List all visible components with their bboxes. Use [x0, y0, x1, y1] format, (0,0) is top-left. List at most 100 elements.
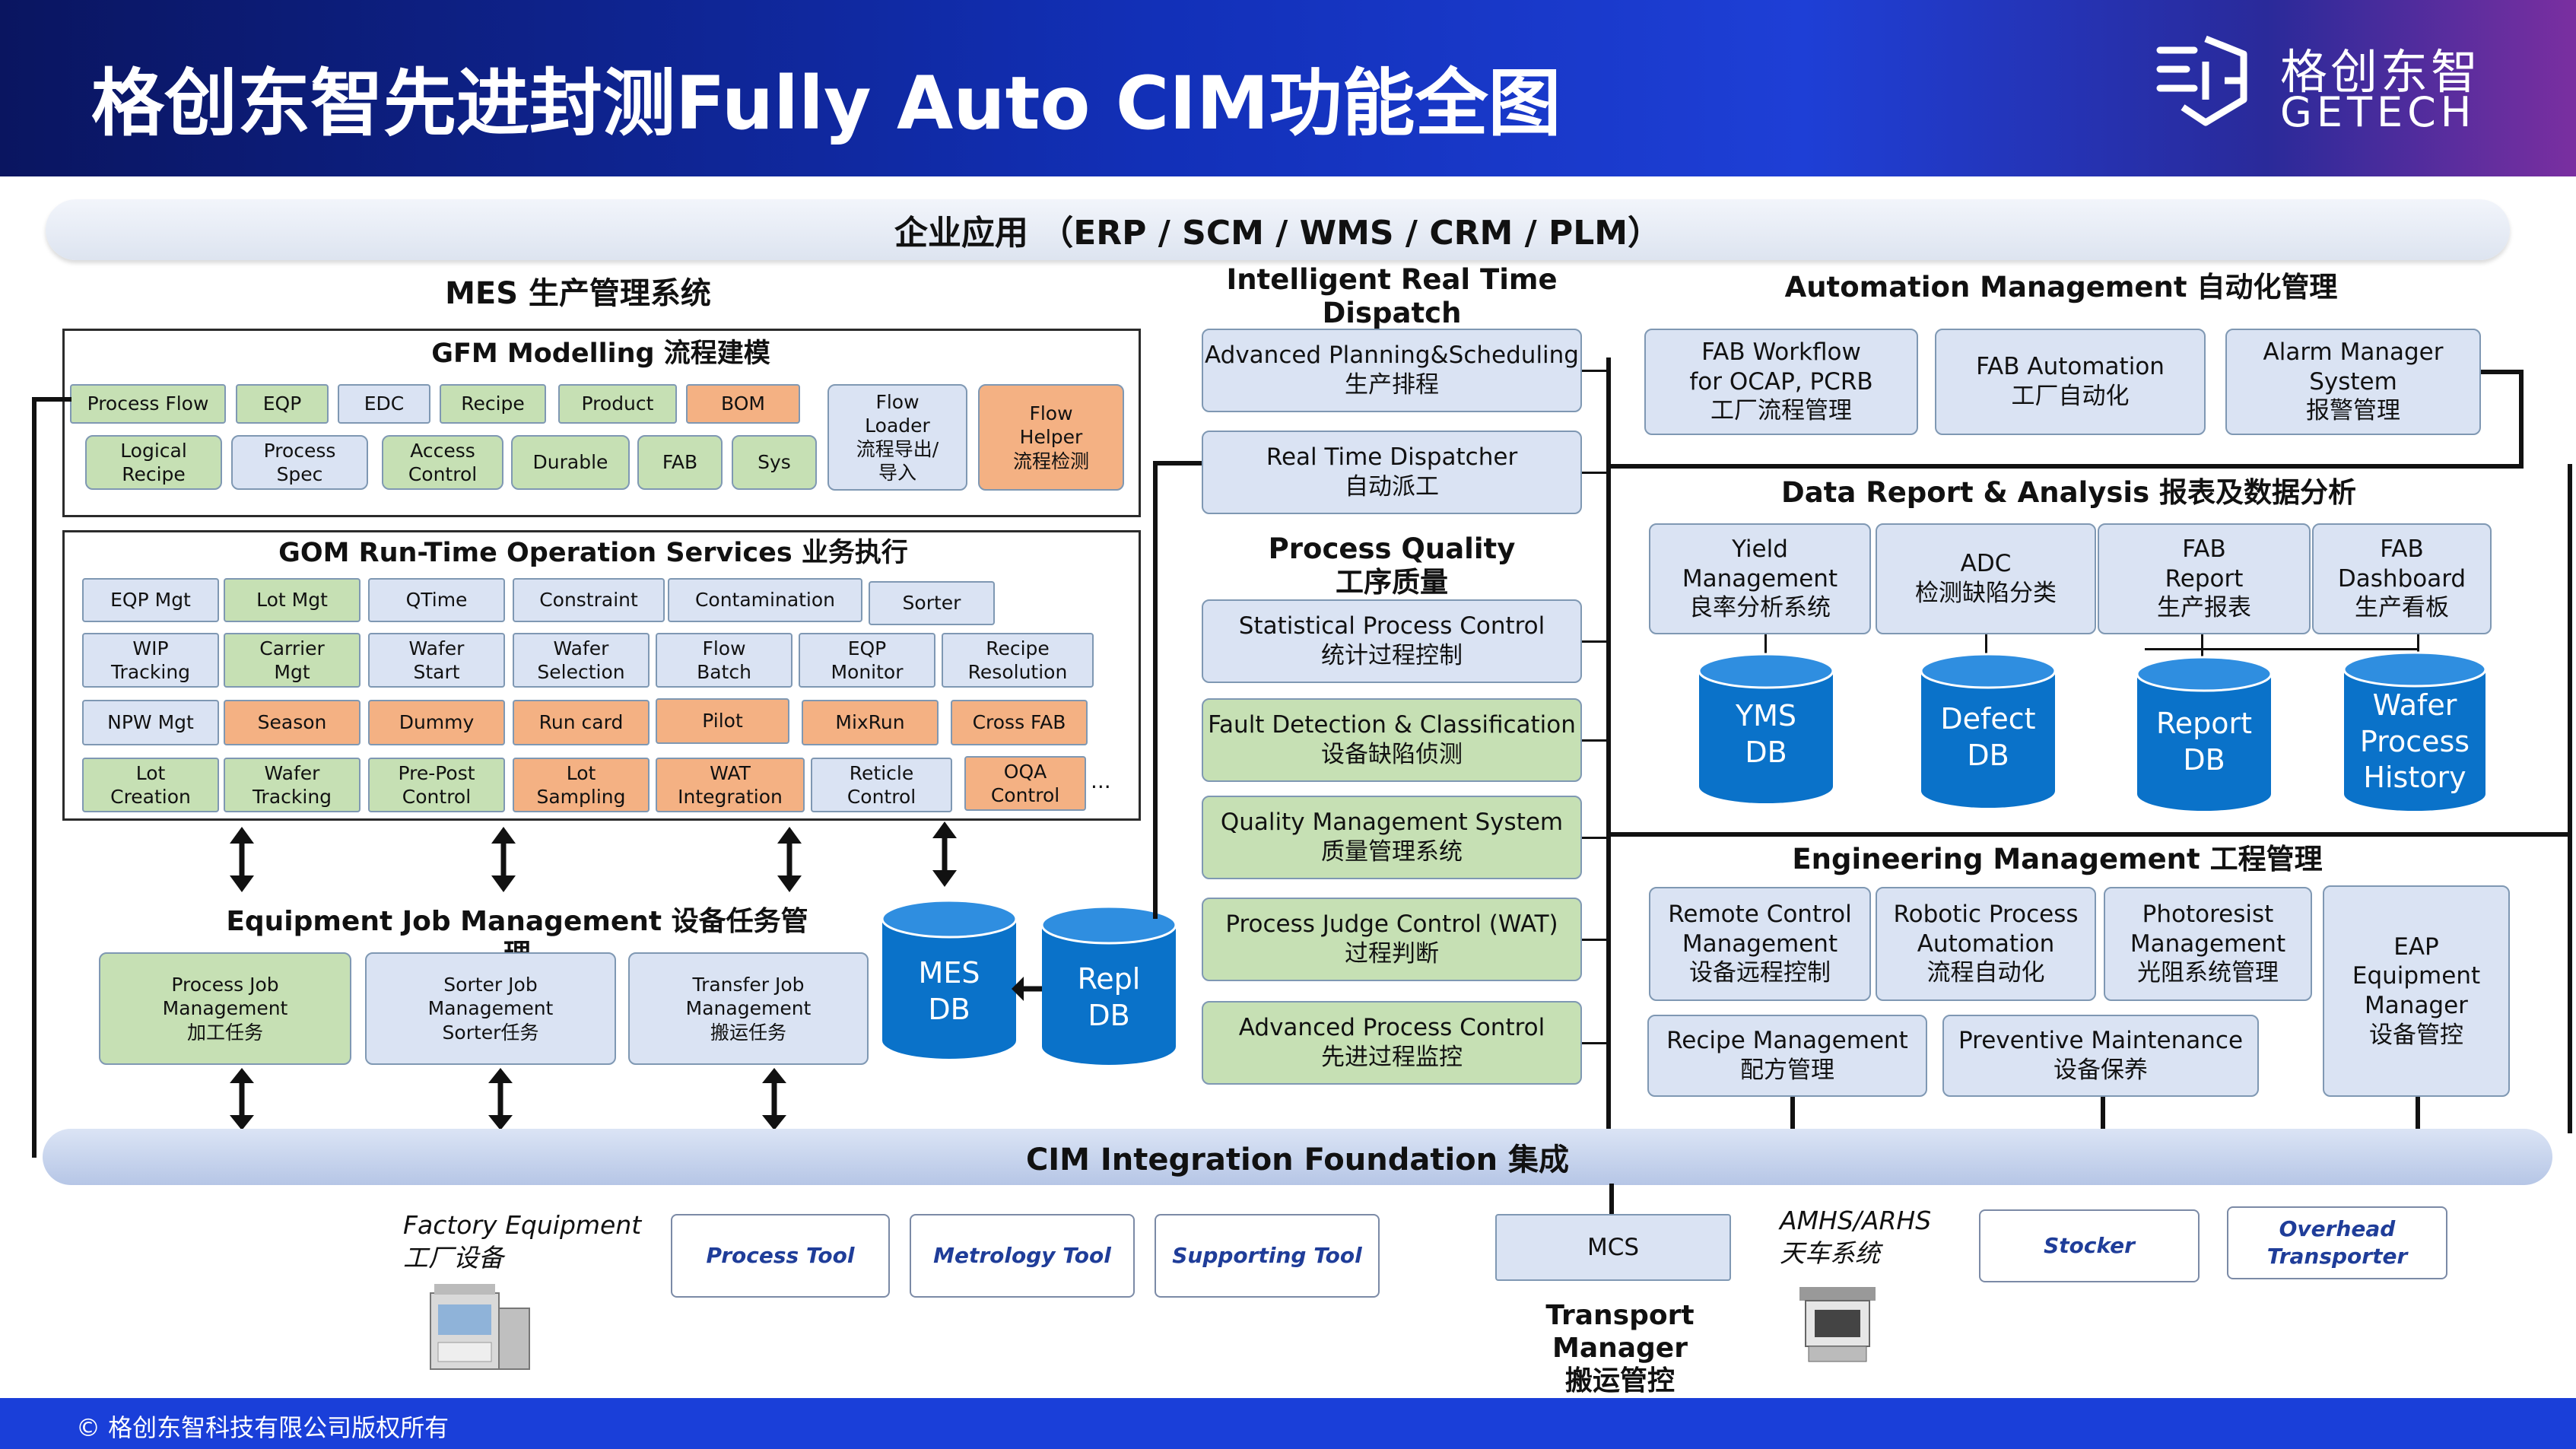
ejm-process-job[interactable]: Process Job Management 加工任务	[99, 952, 351, 1065]
foundation-bar: CIM Integration Foundation 集成	[43, 1129, 2552, 1185]
double-arrow-icon	[762, 1068, 786, 1130]
automation-title: Automation Management 自动化管理	[1784, 271, 2338, 303]
mes-title: MES 生产管理系统	[445, 276, 711, 311]
gom-wafer-tracking[interactable]: Wafer Tracking	[224, 758, 361, 812]
database-icon	[1698, 653, 1834, 803]
gom-npw-mgt[interactable]: NPW Mgt	[82, 700, 219, 745]
aps-box[interactable]: Advanced Planning&Scheduling 生产排程	[1202, 329, 1582, 412]
rpa-box[interactable]: Robotic Process Automation 流程自动化	[1876, 887, 2096, 1001]
page-title: 格创东智先进封测Fully Auto CIM功能全图	[91, 61, 1561, 146]
bus-qms	[1582, 837, 1608, 839]
gfm-eqp[interactable]: EQP	[236, 384, 329, 424]
gom-lot-mgt[interactable]: Lot Mgt	[224, 578, 361, 622]
alarm-manager-box[interactable]: Alarm Manager System 报警管理	[2225, 329, 2481, 435]
fab-report-box[interactable]: FAB Report 生产报表	[2098, 523, 2311, 634]
gfm-process-flow[interactable]: Process Flow	[70, 384, 226, 424]
apc-box[interactable]: Advanced Process Control 先进过程监控	[1202, 1001, 1582, 1085]
gom-frame	[62, 530, 1141, 821]
database-icon	[1040, 905, 1177, 1065]
getech-logo-icon	[2156, 35, 2247, 126]
gfm-logical-recipe[interactable]: Logical Recipe	[85, 435, 222, 490]
yms-db[interactable]: YMS DB	[1698, 653, 1834, 805]
gom-dummy[interactable]: Dummy	[368, 700, 505, 745]
bus-pjc	[1582, 939, 1608, 941]
bus-aps	[1582, 370, 1608, 372]
mes-db-label: MES DB	[918, 956, 980, 1026]
gfm-access-control[interactable]: Access Control	[382, 435, 503, 490]
gfm-edc[interactable]: EDC	[338, 384, 430, 424]
mes-left-connector-top	[32, 397, 71, 402]
bus-apc	[1582, 1042, 1608, 1044]
ejm-sorter-job[interactable]: Sorter Job Management Sorter任务	[365, 952, 616, 1065]
gom-sorter[interactable]: Sorter	[869, 581, 995, 625]
process-tool[interactable]: Process Tool	[671, 1214, 890, 1298]
pjc-box[interactable]: Process Judge Control (WAT) 过程判断	[1202, 898, 1582, 981]
spc-box[interactable]: Statistical Process Control 统计过程控制	[1202, 599, 1582, 683]
double-arrow-icon	[488, 1068, 513, 1130]
gom-pilot[interactable]: Pilot	[656, 698, 789, 744]
overhead-transporter-box[interactable]: Overhead Transporter	[2227, 1206, 2447, 1279]
ejm-transfer-job[interactable]: Transfer Job Management 搬运任务	[628, 952, 869, 1065]
mcs-box[interactable]: MCS	[1495, 1214, 1731, 1281]
report-db[interactable]: Report DB	[2136, 656, 2273, 812]
amhs-label: AMHS/ARHS 天车系统	[1780, 1206, 1932, 1268]
gfm-fab[interactable]: FAB	[637, 435, 723, 490]
defect-db[interactable]: Defect DB	[1920, 653, 2057, 809]
report-conn	[1985, 634, 1987, 657]
gom-run-card[interactable]: Run card	[513, 700, 650, 745]
preventive-maintenance-box[interactable]: Preventive Maintenance 设备保养	[1942, 1015, 2259, 1097]
gfm-durable[interactable]: Durable	[511, 435, 630, 490]
stocker-box[interactable]: Stocker	[1979, 1209, 2200, 1282]
gom-cross-fab[interactable]: Cross FAB	[951, 700, 1088, 745]
gom-mixrun[interactable]: MixRun	[802, 700, 939, 745]
adc-box[interactable]: ADC 检测缺陷分类	[1876, 523, 2096, 634]
gfm-flow-loader[interactable]: Flow Loader 流程导出/ 导入	[827, 384, 967, 491]
gom-pre-post-control[interactable]: Pre-Post Control	[368, 758, 505, 812]
gom-wafer-selection[interactable]: Wafer Selection	[513, 633, 650, 688]
gom-qtime[interactable]: QTime	[368, 578, 505, 622]
gom-contamination[interactable]: Contamination	[668, 578, 862, 622]
metrology-tool[interactable]: Metrology Tool	[910, 1214, 1135, 1298]
fab-automation-box[interactable]: FAB Automation 工厂自动化	[1935, 329, 2206, 435]
remote-control-box[interactable]: Remote Control Management 设备远程控制	[1649, 887, 1871, 1001]
logo-en: GETECH	[2280, 88, 2476, 136]
photoresist-box[interactable]: Photoresist Management 光阻系统管理	[2104, 887, 2312, 1001]
gom-constraint[interactable]: Constraint	[513, 578, 665, 622]
eap-box[interactable]: EAP Equipment Manager 设备管控	[2323, 885, 2510, 1097]
rtd-box[interactable]: Real Time Dispatcher 自动派工	[1202, 431, 1582, 514]
gfm-sys[interactable]: Sys	[732, 435, 817, 490]
gom-wat-integration[interactable]: WAT Integration	[656, 758, 805, 812]
yield-box[interactable]: Yield Management 良率分析系统	[1649, 523, 1871, 634]
gfm-recipe[interactable]: Recipe	[440, 384, 546, 424]
gfm-bom[interactable]: BOM	[686, 384, 800, 424]
gom-carrier-mgt[interactable]: Carrier Mgt	[224, 633, 361, 688]
gom-oqa-control[interactable]: OQA Control	[964, 756, 1086, 811]
gom-wip-tracking[interactable]: WIP Tracking	[82, 633, 219, 688]
gom-reticle-control[interactable]: Reticle Control	[811, 758, 952, 812]
gfm-process-spec[interactable]: Process Spec	[231, 435, 368, 490]
wafer-history-db[interactable]: Wafer Process History	[2343, 651, 2487, 812]
repl-db[interactable]: Repl DB	[1040, 905, 1177, 1066]
bus-fdc	[1582, 739, 1608, 742]
recipe-management-box[interactable]: Recipe Management 配方管理	[1647, 1015, 1927, 1097]
supporting-tool[interactable]: Supporting Tool	[1155, 1214, 1380, 1298]
qms-box[interactable]: Quality Management System 质量管理系统	[1202, 796, 1582, 879]
gom-season[interactable]: Season	[224, 700, 361, 745]
eng-conn	[2101, 1097, 2105, 1130]
gom-wafer-start[interactable]: Wafer Start	[368, 633, 505, 688]
gom-flow-batch[interactable]: Flow Batch	[656, 633, 792, 688]
gom-lot-sampling[interactable]: Lot Sampling	[513, 758, 650, 812]
fab-workflow-box[interactable]: FAB Workflow for OCAP, PCRB 工厂流程管理	[1644, 329, 1918, 435]
fdc-box[interactable]: Fault Detection & Classification 设备缺陷侦测	[1202, 698, 1582, 782]
gfm-title: GFM Modelling 流程建模	[431, 338, 770, 369]
gom-eqp-mgt[interactable]: EQP Mgt	[82, 578, 219, 622]
gfm-product[interactable]: Product	[558, 384, 677, 424]
footer-bar	[0, 1398, 2576, 1449]
mes-db[interactable]: MES DB	[881, 899, 1018, 1060]
fab-dashboard-box[interactable]: FAB Dashboard 生产看板	[2312, 523, 2492, 634]
gom-lot-creation[interactable]: Lot Creation	[82, 758, 219, 812]
gfm-flow-helper[interactable]: Flow Helper 流程检测	[978, 384, 1124, 491]
gom-recipe-resolution[interactable]: Recipe Resolution	[942, 633, 1094, 688]
gom-eqp-monitor[interactable]: EQP Monitor	[799, 633, 935, 688]
mcs-connector	[1609, 1184, 1614, 1215]
